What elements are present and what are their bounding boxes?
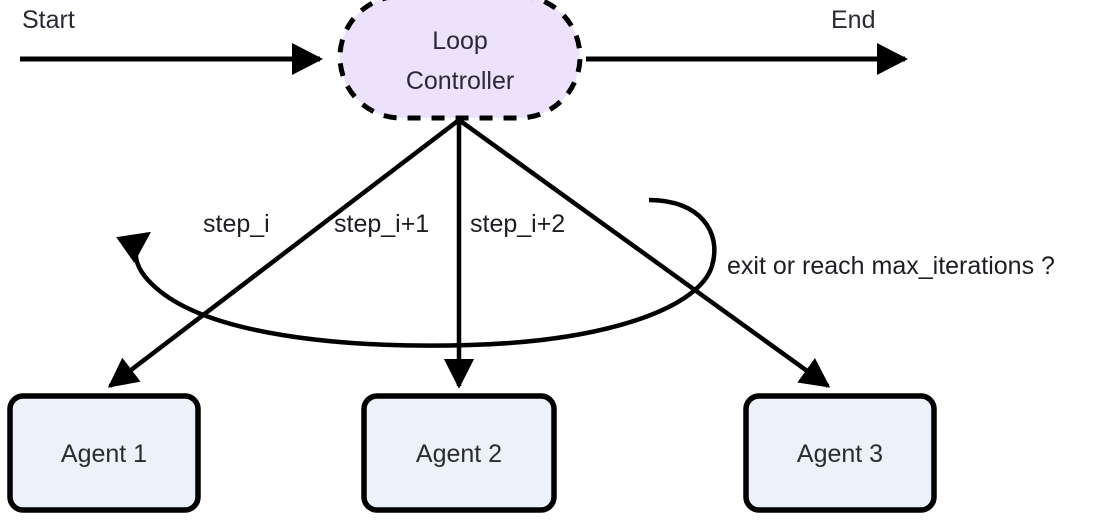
loop-controller-label-line1: Loop bbox=[432, 27, 488, 55]
agent-1-shape bbox=[7, 393, 201, 513]
agent-3-shape bbox=[743, 393, 937, 513]
edge-label-step-i-plus-2: step_i+2 bbox=[470, 210, 565, 238]
edge-controller-to-agent-1 bbox=[107, 118, 461, 388]
loop-controller-label-line2: Controller bbox=[406, 67, 514, 95]
agent-3-node[interactable]: Agent 3 bbox=[743, 393, 937, 513]
agent-3-arrow-line bbox=[457, 118, 831, 388]
agent-1-node[interactable]: Agent 1 bbox=[7, 393, 201, 513]
agent-2-shape bbox=[361, 393, 557, 513]
agent-3-label: Agent 3 bbox=[797, 440, 883, 468]
end-label: End bbox=[831, 6, 875, 34]
agent-1-arrow-line bbox=[107, 118, 461, 388]
agent-1-label: Agent 1 bbox=[61, 440, 147, 468]
feedback-loop-path bbox=[116, 197, 717, 348]
edge-label-step-i: step_i bbox=[203, 210, 270, 238]
edge-controller-to-agent-3 bbox=[457, 118, 831, 388]
edge-label-step-i-plus-1: step_i+1 bbox=[334, 210, 429, 238]
loop-controller-node[interactable]: Loop Controller bbox=[337, 0, 583, 121]
agent-2-label: Agent 2 bbox=[416, 440, 502, 468]
edge-label-feedback-condition: exit or reach max_iterations ? bbox=[727, 252, 1055, 280]
edge-feedback-loop bbox=[116, 197, 717, 348]
agent-2-node[interactable]: Agent 2 bbox=[361, 393, 557, 513]
loop-controller-shape bbox=[337, 0, 583, 121]
start-label: Start bbox=[22, 6, 75, 34]
